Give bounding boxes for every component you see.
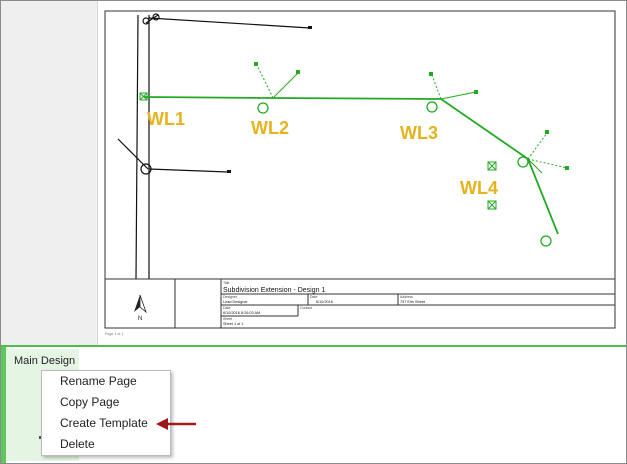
sheet-caption: Sheet — [223, 317, 232, 321]
line-end-marker — [227, 170, 231, 173]
poles — [257, 101, 552, 247]
label-wl1: WL1 — [147, 109, 185, 129]
pointer-arrow-icon — [156, 418, 196, 430]
line-end-marker — [308, 26, 312, 29]
label-wl4: WL4 — [460, 178, 498, 198]
tab-main-design-label: Main Design — [14, 355, 76, 367]
panel-accent — [1, 347, 6, 463]
title-caption: Title — [223, 281, 230, 285]
time-caption: Date — [223, 306, 230, 310]
date-value: 6/10/2016 — [316, 300, 333, 304]
designer-value: Lead Designer — [223, 300, 248, 304]
menu-item-rename-page[interactable]: Rename Page — [60, 374, 137, 388]
drawing-canvas[interactable]: WL1 WL2 WL3 WL4 N — [98, 1, 626, 345]
menu-item-copy-page[interactable]: Copy Page — [60, 395, 120, 409]
service-points — [139, 92, 497, 210]
sheet-value: Sheet 1 of 1 — [223, 322, 243, 326]
menu-item-delete[interactable]: Delete — [60, 437, 95, 451]
design-drawing: WL1 WL2 WL3 WL4 N — [104, 10, 616, 336]
date-caption: Date — [310, 295, 317, 299]
page-context-menu: Rename Page Copy Page Create Template De… — [41, 370, 171, 456]
north-arrow-icon — [134, 294, 147, 314]
designer-caption: Designer — [223, 295, 238, 299]
label-wl2: WL2 — [251, 118, 289, 138]
menu-item-create-template[interactable]: Create Template — [60, 416, 148, 430]
title-text: Subdivision Extension - Design 1 — [223, 287, 325, 294]
page-footer-text: Page 1 of 1 — [105, 332, 123, 336]
existing-network — [117, 13, 311, 280]
label-wl3: WL3 — [400, 123, 438, 143]
time-value: 6/10/2016 8:26:03 AM — [223, 311, 260, 315]
guy-anchors — [254, 62, 569, 170]
tab-indicator — [39, 436, 42, 439]
sheet-border — [104, 10, 616, 329]
title-block — [104, 278, 616, 329]
north-label: N — [138, 316, 142, 322]
guy-wires — [256, 64, 568, 174]
left-panel — [1, 1, 98, 345]
address-caption: Address — [400, 295, 413, 299]
address-value: 757 Elm Street — [400, 300, 426, 304]
contact-caption: Contact — [300, 306, 312, 310]
